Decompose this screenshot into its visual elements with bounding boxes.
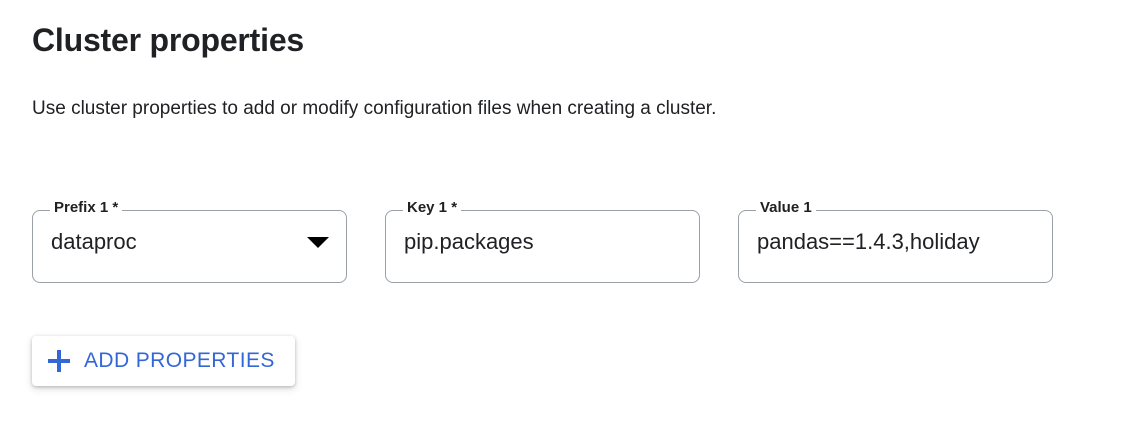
- key-field-value[interactable]: pip.packages: [404, 229, 534, 254]
- prefix-field[interactable]: Prefix 1 * dataproc: [32, 199, 347, 283]
- key-field[interactable]: Key 1 * pip.packages: [385, 199, 700, 283]
- value-field[interactable]: Value 1 pandas==1.4.3,holiday: [738, 199, 1053, 283]
- value-field-value[interactable]: pandas==1.4.3,holiday: [757, 229, 980, 254]
- page-title: Cluster properties: [32, 22, 305, 58]
- key-field-notch: [403, 209, 461, 212]
- key-field-label: Key 1 *: [407, 199, 458, 216]
- page-description: Use cluster properties to add or modify …: [32, 98, 717, 119]
- plus-icon: [48, 350, 70, 372]
- add-properties-button-label: ADD PROPERTIES: [84, 349, 275, 372]
- value-field-notch: [756, 209, 816, 212]
- chevron-down-icon[interactable]: [307, 237, 329, 248]
- property-row-1: Prefix 1 * dataproc Key 1 * pip.packages…: [32, 199, 1092, 289]
- prefix-field-notch: [50, 209, 122, 212]
- prefix-field-label: Prefix 1 *: [54, 199, 119, 216]
- value-field-label: Value 1: [760, 199, 812, 216]
- prefix-field-value[interactable]: dataproc: [51, 229, 137, 254]
- add-properties-button[interactable]: ADD PROPERTIES: [32, 336, 295, 386]
